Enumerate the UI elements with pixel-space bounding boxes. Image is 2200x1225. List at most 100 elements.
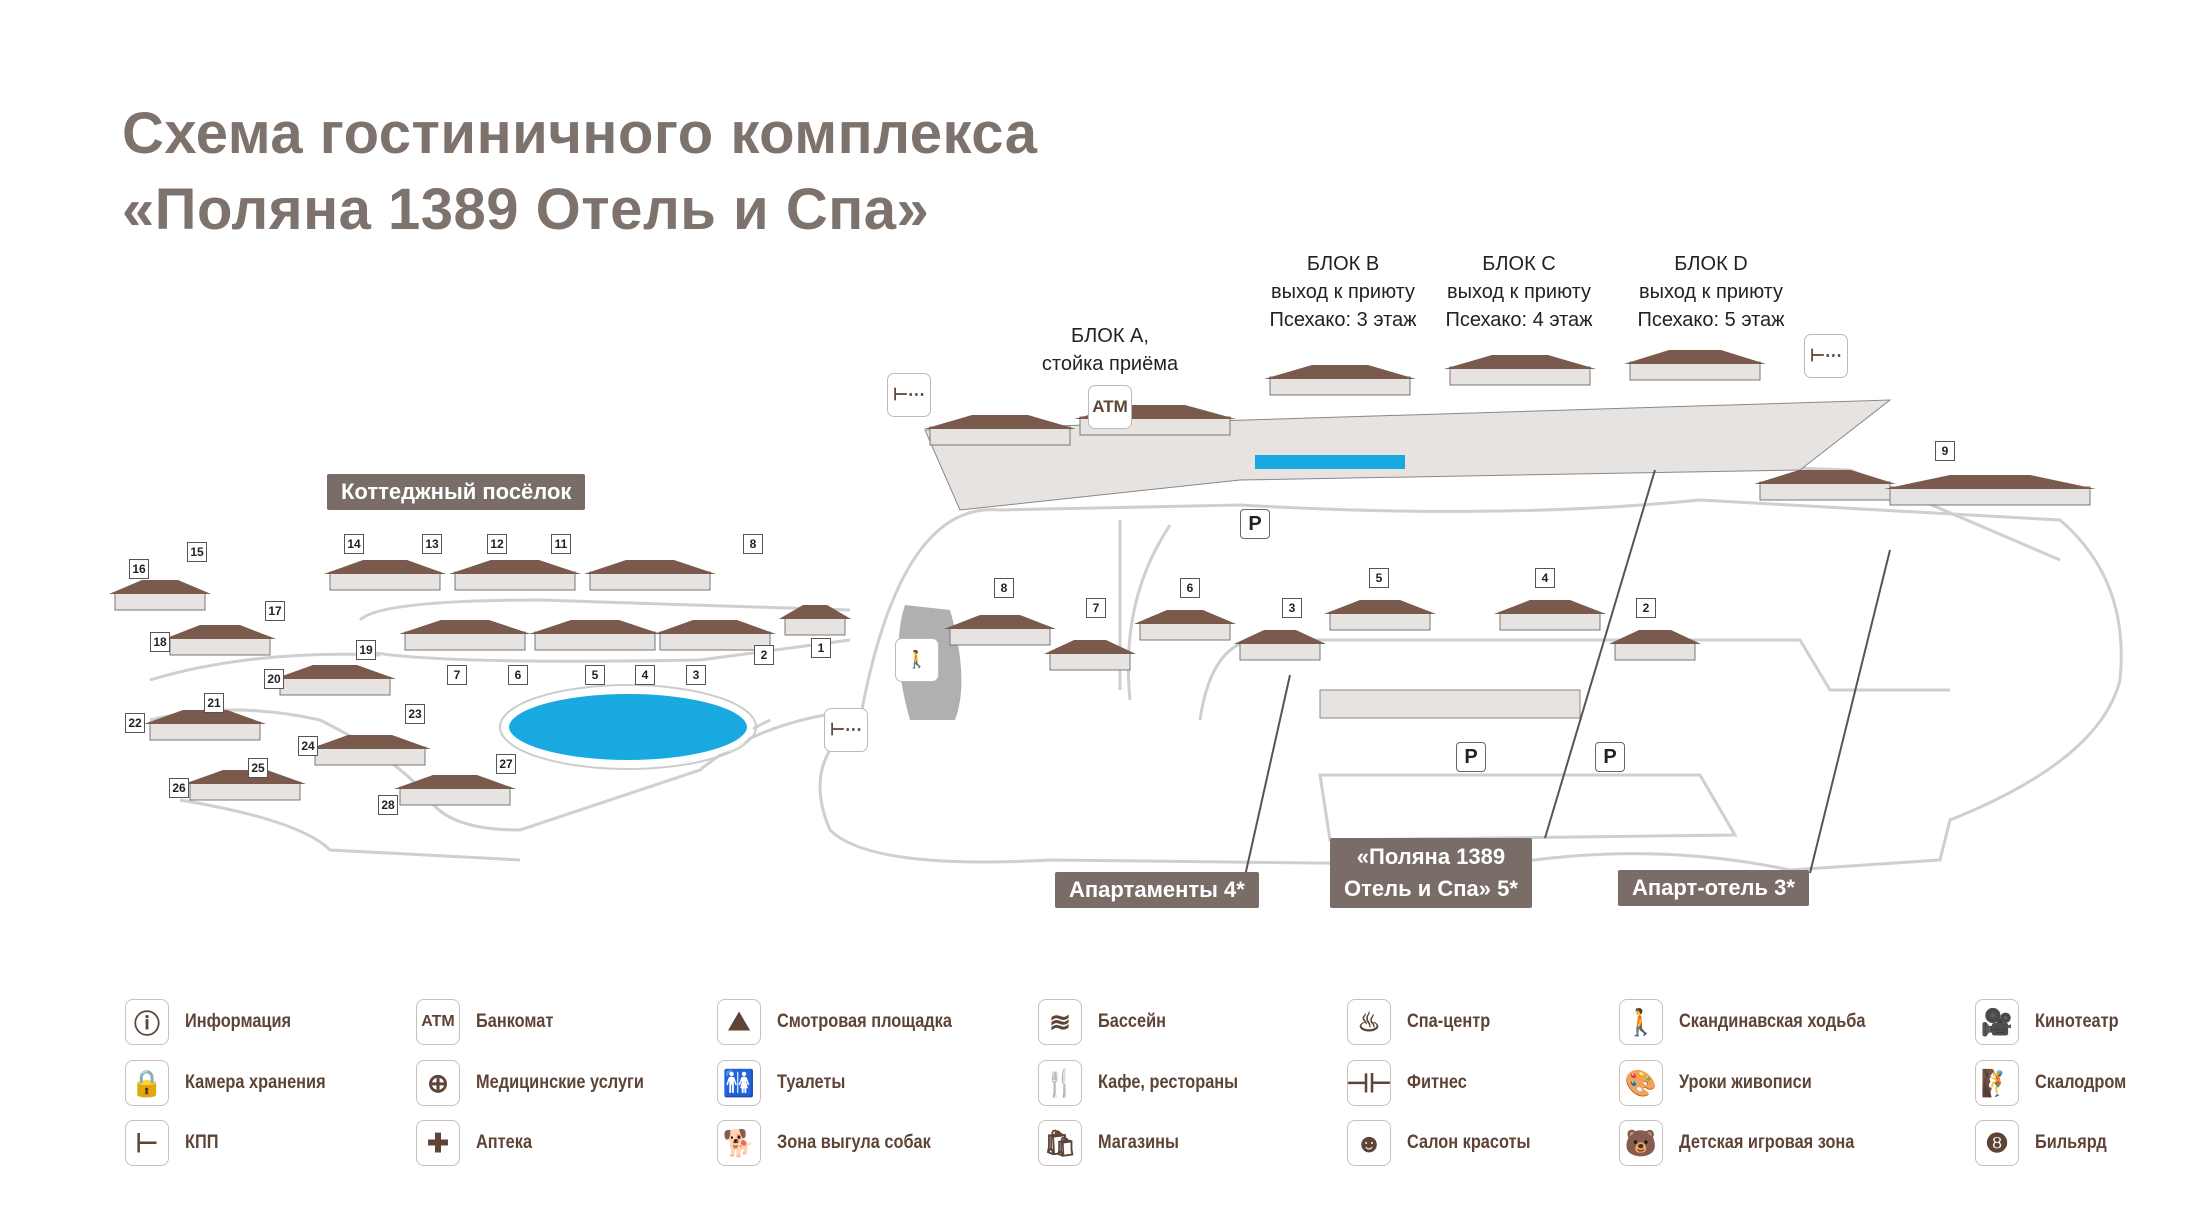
cottage-number[interactable]: 18 xyxy=(150,632,170,652)
main-hotel-label[interactable]: «Поляна 1389 Отель и Спа» 5* xyxy=(1330,838,1532,908)
restaurant-icon: 🍴 xyxy=(1038,1060,1082,1106)
hotel-building[interactable] xyxy=(1444,355,1596,386)
cottage[interactable] xyxy=(529,620,661,651)
hotel-pool xyxy=(1255,455,1405,469)
medical-icon: ⊕ xyxy=(416,1060,460,1106)
parking-marker[interactable]: P xyxy=(1595,742,1625,772)
cottage[interactable] xyxy=(109,580,211,611)
building-number[interactable]: 5 xyxy=(1369,568,1389,588)
hotel-building[interactable] xyxy=(924,415,1076,446)
dog-walking-icon: 🐕 xyxy=(717,1120,761,1166)
cottage-number[interactable]: 2 xyxy=(754,645,774,665)
hotel-building[interactable] xyxy=(1754,470,1896,501)
legend-label: Скалодром xyxy=(2035,1072,2127,1093)
hotel-building[interactable] xyxy=(1624,350,1766,381)
cinema-icon: 🎥 xyxy=(1975,999,2019,1045)
block-d-label: БЛОК D выход к приюту Псехако: 5 этаж xyxy=(1637,250,1784,334)
building-number[interactable]: 4 xyxy=(1535,568,1555,588)
cottage-number[interactable]: 24 xyxy=(298,736,318,756)
cottage-number[interactable]: 20 xyxy=(264,669,284,689)
cottage-number[interactable]: 5 xyxy=(585,665,605,685)
legend-item: ⊕ Медицинские услуги xyxy=(416,1059,671,1107)
cottage-number[interactable]: 7 xyxy=(447,665,467,685)
building-number[interactable]: 8 xyxy=(994,578,1014,598)
hotel-building[interactable] xyxy=(1044,640,1136,671)
cottage[interactable] xyxy=(654,620,776,651)
hotel-building[interactable] xyxy=(944,615,1056,646)
cottage-number[interactable]: 16 xyxy=(129,559,149,579)
barrier-map-icon[interactable]: ⊢⋯ xyxy=(887,373,931,417)
legend-item: 🐕Зона выгула собак xyxy=(717,1119,956,1167)
hotel-building[interactable] xyxy=(1134,610,1236,641)
cottage[interactable] xyxy=(309,735,431,766)
legend-label: Кинотеатр xyxy=(2035,1011,2119,1032)
cottage-number[interactable]: 28 xyxy=(378,795,398,815)
legend-label: Туалеты xyxy=(777,1072,846,1093)
cottage[interactable] xyxy=(144,710,266,741)
hotel-building[interactable] xyxy=(1264,365,1416,396)
cottage-number[interactable]: 25 xyxy=(248,758,268,778)
leader-lines xyxy=(1244,469,1891,877)
barrier-map-icon[interactable]: ⊢⋯ xyxy=(824,708,868,752)
cottage[interactable] xyxy=(449,560,581,591)
hotel-building[interactable] xyxy=(1234,630,1326,661)
cottage[interactable] xyxy=(779,605,851,636)
cottage[interactable] xyxy=(324,560,446,591)
cottage[interactable] xyxy=(184,770,306,801)
parking-marker[interactable]: P xyxy=(1240,509,1270,539)
cottage-number[interactable]: 3 xyxy=(686,665,706,685)
cottage-number[interactable]: 22 xyxy=(125,713,145,733)
cottage[interactable] xyxy=(399,620,531,651)
cottage-number[interactable]: 11 xyxy=(551,534,571,554)
apart-hotel-label[interactable]: Апарт-отель 3* xyxy=(1618,870,1809,906)
cottage-number[interactable]: 26 xyxy=(169,778,189,798)
cottage[interactable] xyxy=(394,775,516,806)
legend-label: Медицинские услуги xyxy=(476,1072,644,1093)
legend-item: 🐻Детская игровая зона xyxy=(1619,1119,1883,1167)
legend-label: Детская игровая зона xyxy=(1679,1132,1855,1153)
cottage-number[interactable]: 1 xyxy=(811,638,831,658)
block-a-name: БЛОК А, xyxy=(1071,325,1149,347)
legend-label: Смотровая площадка xyxy=(777,1011,952,1032)
building-number[interactable]: 9 xyxy=(1935,441,1955,461)
pharmacy-icon: ✚ xyxy=(416,1120,460,1166)
cottage-number[interactable]: 12 xyxy=(487,534,507,554)
cottage[interactable] xyxy=(274,665,396,696)
building-number[interactable]: 6 xyxy=(1180,578,1200,598)
beauty-salon-icon: ☻ xyxy=(1347,1120,1391,1166)
cottage-number[interactable]: 14 xyxy=(344,534,364,554)
pool-icon: ≋ xyxy=(1038,999,1082,1045)
hotel-building[interactable] xyxy=(1494,600,1606,631)
cottage-number[interactable]: 21 xyxy=(204,693,224,713)
atm-map-icon[interactable]: ATM xyxy=(1088,385,1132,429)
legend-label: Салон красоты xyxy=(1407,1132,1531,1153)
cottage-number[interactable]: 27 xyxy=(496,754,516,774)
block-b-name: БЛОК B xyxy=(1306,253,1380,275)
cottage-number[interactable]: 17 xyxy=(265,601,285,621)
cottage[interactable] xyxy=(164,625,276,656)
cottage-number[interactable]: 8 xyxy=(743,534,763,554)
barrier-map-icon[interactable]: ⊢⋯ xyxy=(1804,334,1848,378)
legend-label: Кафе, рестораны xyxy=(1098,1072,1239,1093)
building-number[interactable]: 2 xyxy=(1636,598,1656,618)
cottage-number[interactable]: 13 xyxy=(422,534,442,554)
cottage-number[interactable]: 23 xyxy=(405,704,425,724)
hotel-building[interactable] xyxy=(1324,600,1436,631)
cottage[interactable] xyxy=(584,560,716,591)
cottage-number[interactable]: 15 xyxy=(187,542,207,562)
apartments-label[interactable]: Апартаменты 4* xyxy=(1055,872,1259,908)
cottage-number[interactable]: 6 xyxy=(508,665,528,685)
cottage-number[interactable]: 19 xyxy=(356,640,376,660)
building-number[interactable]: 7 xyxy=(1086,598,1106,618)
legend-label: Фитнес xyxy=(1407,1072,1467,1093)
cottage-number[interactable]: 4 xyxy=(635,665,655,685)
hotel-building[interactable] xyxy=(1884,475,2096,506)
building-number[interactable]: 3 xyxy=(1282,598,1302,618)
dog-walking-map-icon[interactable]: 🚶 xyxy=(895,638,939,682)
legend-label: Уроки живописи xyxy=(1679,1072,1812,1093)
hotel-building[interactable] xyxy=(1609,630,1701,661)
parking-marker[interactable]: P xyxy=(1456,742,1486,772)
main-hotel-line-1: «Поляна 1389 xyxy=(1356,844,1506,869)
